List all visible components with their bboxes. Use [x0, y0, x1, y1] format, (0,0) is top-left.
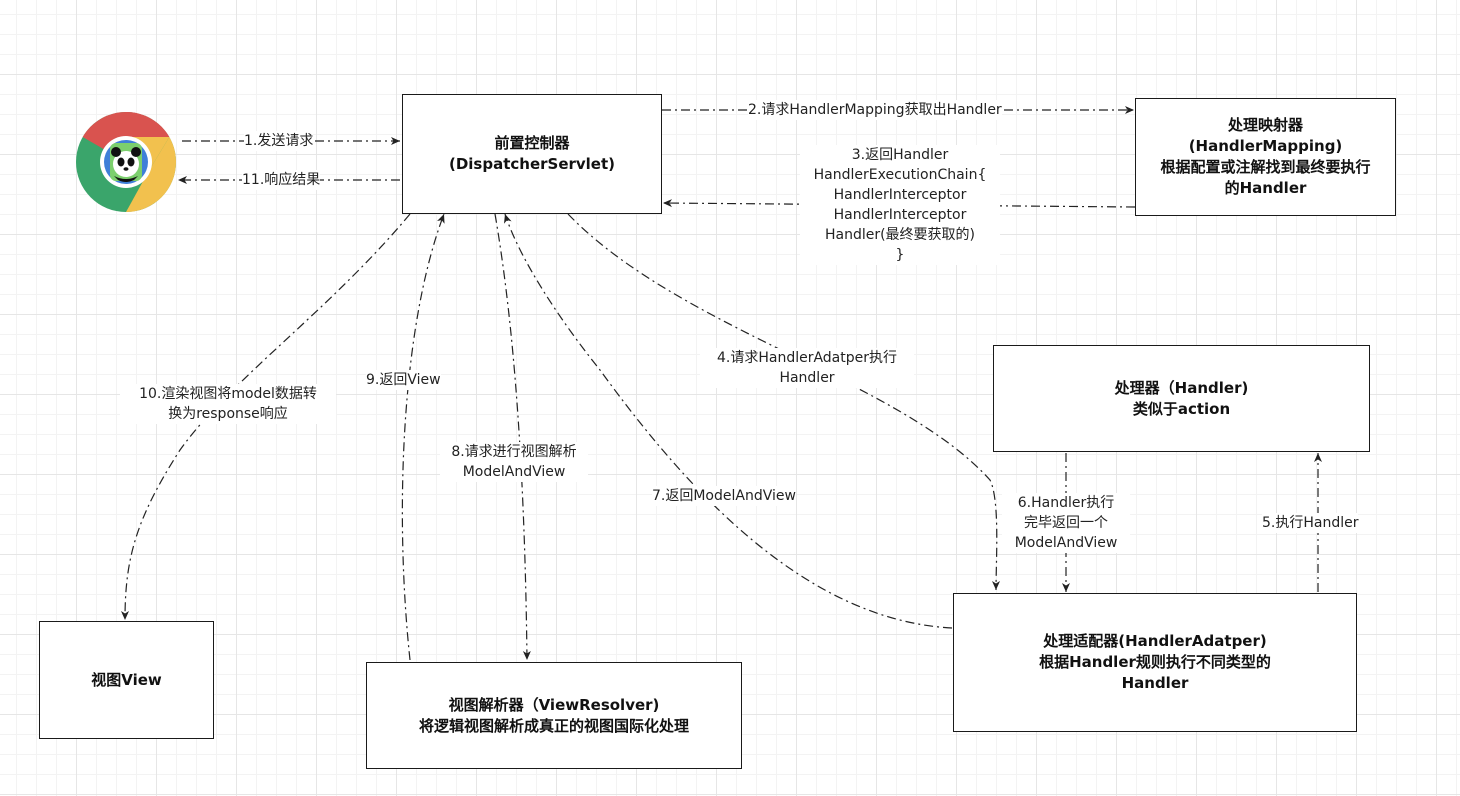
view-resolver-node[interactable]: 视图解析器（ViewResolver) 将逻辑视图解析成真正的视图国际化处理 — [366, 662, 742, 769]
handler-title: 处理器（Handler) — [1114, 378, 1249, 397]
handler-mapping-subtitle: (HandlerMapping) — [1188, 137, 1343, 155]
handler-adapter-title: 处理适配器(HandlerAdatper) — [1043, 632, 1267, 650]
dispatcher-title: 前置控制器 — [494, 134, 570, 152]
dispatcher-subtitle: (DispatcherServlet) — [448, 155, 616, 173]
edge-label-10: 10.渲染视图将model数据转 换为response响应 — [120, 384, 336, 424]
handler-node[interactable]: 处理器（Handler) 类似于action — [993, 345, 1370, 452]
edge-label-8: 8.请求进行视图解析 ModelAndView — [440, 442, 588, 482]
dispatcher-servlet-node[interactable]: 前置控制器 (DispatcherServlet) — [402, 94, 662, 214]
edge-label-4: 4.请求HandlerAdatper执行 Handler — [700, 348, 914, 388]
edge-label-2: 2.请求HandlerMapping获取出Handler — [748, 100, 1002, 120]
arrow-8-request-view-resolve — [494, 213, 531, 661]
handler-mapping-desc-2: 的Handler — [1224, 179, 1307, 197]
view-title: 视图View — [91, 670, 162, 689]
handler-mapping-desc: 根据配置或注解找到最终要执行 — [1160, 158, 1371, 176]
handler-mapping-title: 处理映射器 — [1227, 116, 1303, 134]
view-resolver-desc: 将逻辑视图解析成真正的视图国际化处理 — [418, 716, 689, 735]
arrow-10-render-view — [121, 213, 411, 621]
edge-label-11: 11.响应结果 — [242, 170, 321, 190]
handler-adapter-desc: 根据Handler规则执行不同类型的 — [1039, 653, 1271, 671]
handler-adapter-desc-2: Handler — [1121, 674, 1189, 692]
edge-label-6: 6.Handler执行 完毕返回一个 ModelAndView — [1002, 493, 1130, 553]
edge-label-3: 3.返回Handler HandlerExecutionChain{ Handl… — [800, 145, 1000, 265]
arrow-9-return-view — [401, 213, 445, 661]
edge-label-5: 5.执行Handler — [1262, 513, 1359, 533]
view-resolver-title: 视图解析器（ViewResolver) — [448, 695, 660, 714]
edge-label-7: 7.返回ModelAndView — [652, 486, 796, 506]
arrow-4-request-adapter — [567, 213, 1001, 591]
arrow-7-return-model-and-view — [503, 213, 953, 629]
handler-mapping-node[interactable]: 处理映射器 (HandlerMapping) 根据配置或注解找到最终要执行 的H… — [1135, 98, 1396, 216]
edge-label-9: 9.返回View — [366, 370, 441, 390]
handler-adapter-node[interactable]: 处理适配器(HandlerAdatper) 根据Handler规则执行不同类型的… — [953, 593, 1357, 732]
handler-desc: 类似于action — [1132, 399, 1231, 418]
edge-label-1: 1.发送请求 — [244, 131, 314, 151]
chrome-panda-browser-icon[interactable] — [74, 110, 178, 214]
view-node[interactable]: 视图View — [39, 621, 214, 739]
